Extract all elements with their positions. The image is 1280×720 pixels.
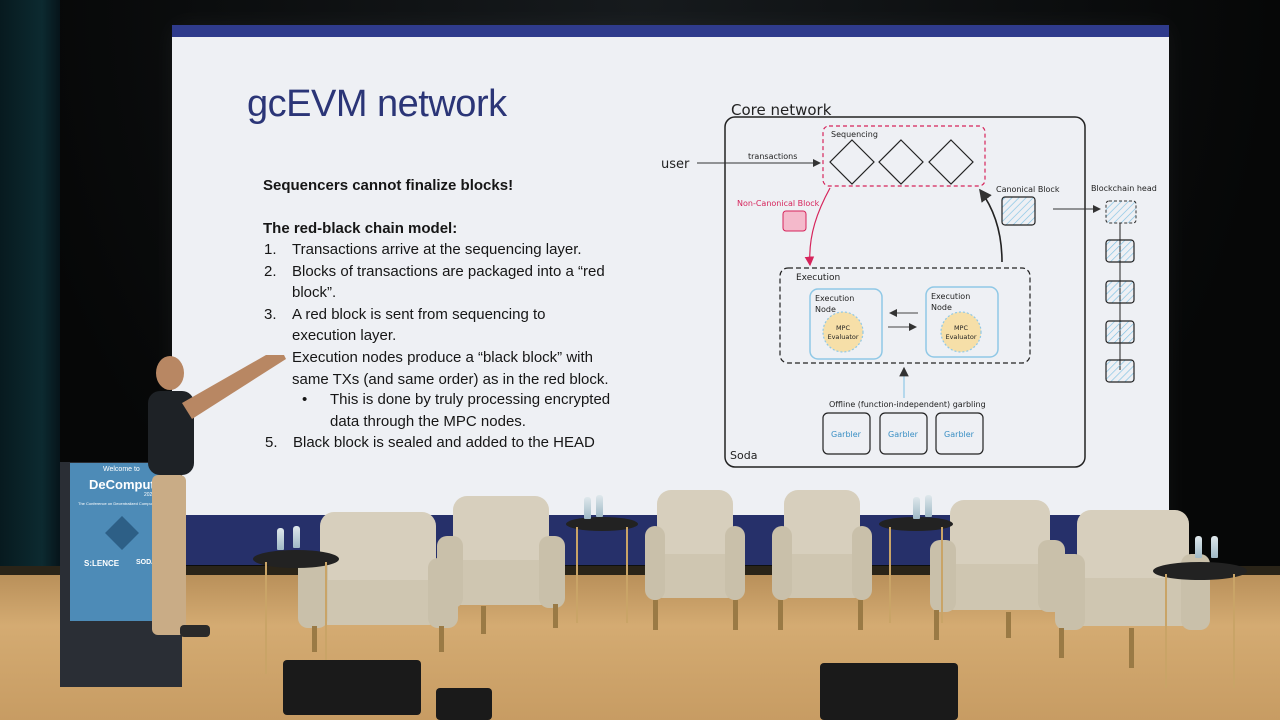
list-number: 1.	[264, 241, 277, 258]
soda-label: Soda	[730, 449, 757, 462]
floor-monitor	[820, 663, 958, 720]
list-item-text: This is done by truly processing encrypt…	[330, 391, 611, 408]
garbler-label: Garbler	[888, 430, 919, 439]
transactions-label: transactions	[748, 152, 797, 161]
armchair	[298, 512, 458, 652]
list-number: 3.	[264, 306, 277, 323]
chain-block	[1105, 280, 1135, 304]
speaker	[148, 355, 286, 637]
sequencing-label: Sequencing	[831, 130, 878, 139]
garbling-label: Offline (function-independent) garbling	[829, 400, 986, 409]
sequencer-node	[878, 139, 924, 185]
list-item-text: Transactions arrive at the sequencing la…	[292, 241, 582, 258]
canonical-arrow	[979, 188, 1003, 263]
slide-top-bar	[172, 25, 1169, 37]
podium-tagline: The Conference on Decentralized Compute	[78, 501, 156, 506]
list-item-text: Blocks of transactions are packaged into…	[292, 263, 605, 280]
side-table	[1153, 536, 1247, 690]
mpc-evaluator	[940, 311, 982, 353]
list-item-text: block”.	[292, 284, 337, 301]
sequencing-box	[822, 125, 986, 187]
garbler-box	[935, 412, 984, 455]
list-item-text: same TXs (and same order) as in the red …	[292, 371, 609, 388]
podium-welcome: Welcome to	[103, 466, 140, 473]
mpc-label: MPC	[954, 324, 969, 332]
garbler-box	[879, 412, 928, 455]
side-table	[253, 526, 339, 675]
garbler-label: Garbler	[944, 430, 975, 439]
head-block	[1105, 200, 1137, 224]
sequencer-node	[928, 139, 974, 185]
execution-box	[779, 267, 1031, 364]
list-item-text: data through the MPC nodes.	[330, 413, 526, 430]
exec-node-label: Execution	[931, 292, 970, 301]
podium-brand: DeCompute	[89, 477, 162, 492]
floor-monitor	[283, 660, 421, 715]
garbler-label: Garbler	[831, 430, 862, 439]
non-canonical-block	[782, 210, 807, 232]
slide-heading-finalize: Sequencers cannot finalize blocks!	[263, 177, 514, 194]
execution-node	[925, 286, 999, 358]
non-canonical-label: Non-Canonical Block	[737, 199, 820, 208]
podium-sponsor: SODA	[136, 559, 157, 566]
chain-block	[1105, 359, 1135, 383]
execution-node	[809, 288, 883, 360]
armchair	[772, 490, 872, 630]
core-network-label: Core network	[731, 101, 832, 119]
list-item-text: A red block is sent from sequencing to	[292, 306, 546, 323]
left-curtain	[0, 0, 60, 600]
list-item-text: Execution nodes produce a “black block” …	[292, 349, 593, 366]
exec-node-label: Execution	[815, 294, 854, 303]
floor-monitor	[436, 688, 492, 720]
mpc-label: MPC	[836, 324, 851, 332]
slide-heading-model: The red-black chain model:	[263, 220, 458, 237]
side-table	[879, 495, 953, 625]
red-block-arrow	[804, 187, 831, 267]
sequencer-node	[829, 139, 875, 185]
slide-title: gcEVM network	[247, 83, 507, 125]
core-network-box	[724, 116, 1086, 468]
mpc-label: Evaluator	[827, 333, 858, 341]
side-table	[566, 495, 638, 625]
canonical-block-label: Canonical Block	[996, 185, 1060, 194]
garbler-box	[822, 412, 871, 455]
canonical-block	[1001, 196, 1036, 226]
armchair	[437, 496, 565, 636]
chain-block	[1105, 239, 1135, 263]
podium-year: 2024	[144, 492, 156, 498]
sub-bullet: •	[302, 391, 308, 408]
mpc-evaluator	[822, 311, 864, 353]
armchair	[645, 490, 745, 630]
mpc-label: Evaluator	[945, 333, 976, 341]
list-item-text: Black block is sealed and added to the H…	[293, 434, 595, 451]
armchair	[1055, 510, 1210, 670]
list-number: 2.	[264, 263, 277, 280]
user-label: user	[661, 157, 690, 172]
podium-sponsor: S:LENCE	[84, 559, 120, 568]
exec-node-label: Node	[931, 303, 952, 312]
exec-node-label: Node	[815, 305, 836, 314]
blockchain-head-label: Blockchain head	[1091, 184, 1157, 193]
list-number: 5.	[265, 434, 278, 451]
execution-label: Execution	[796, 273, 840, 283]
chain-block	[1105, 320, 1135, 344]
list-item-text: execution layer.	[292, 327, 397, 344]
